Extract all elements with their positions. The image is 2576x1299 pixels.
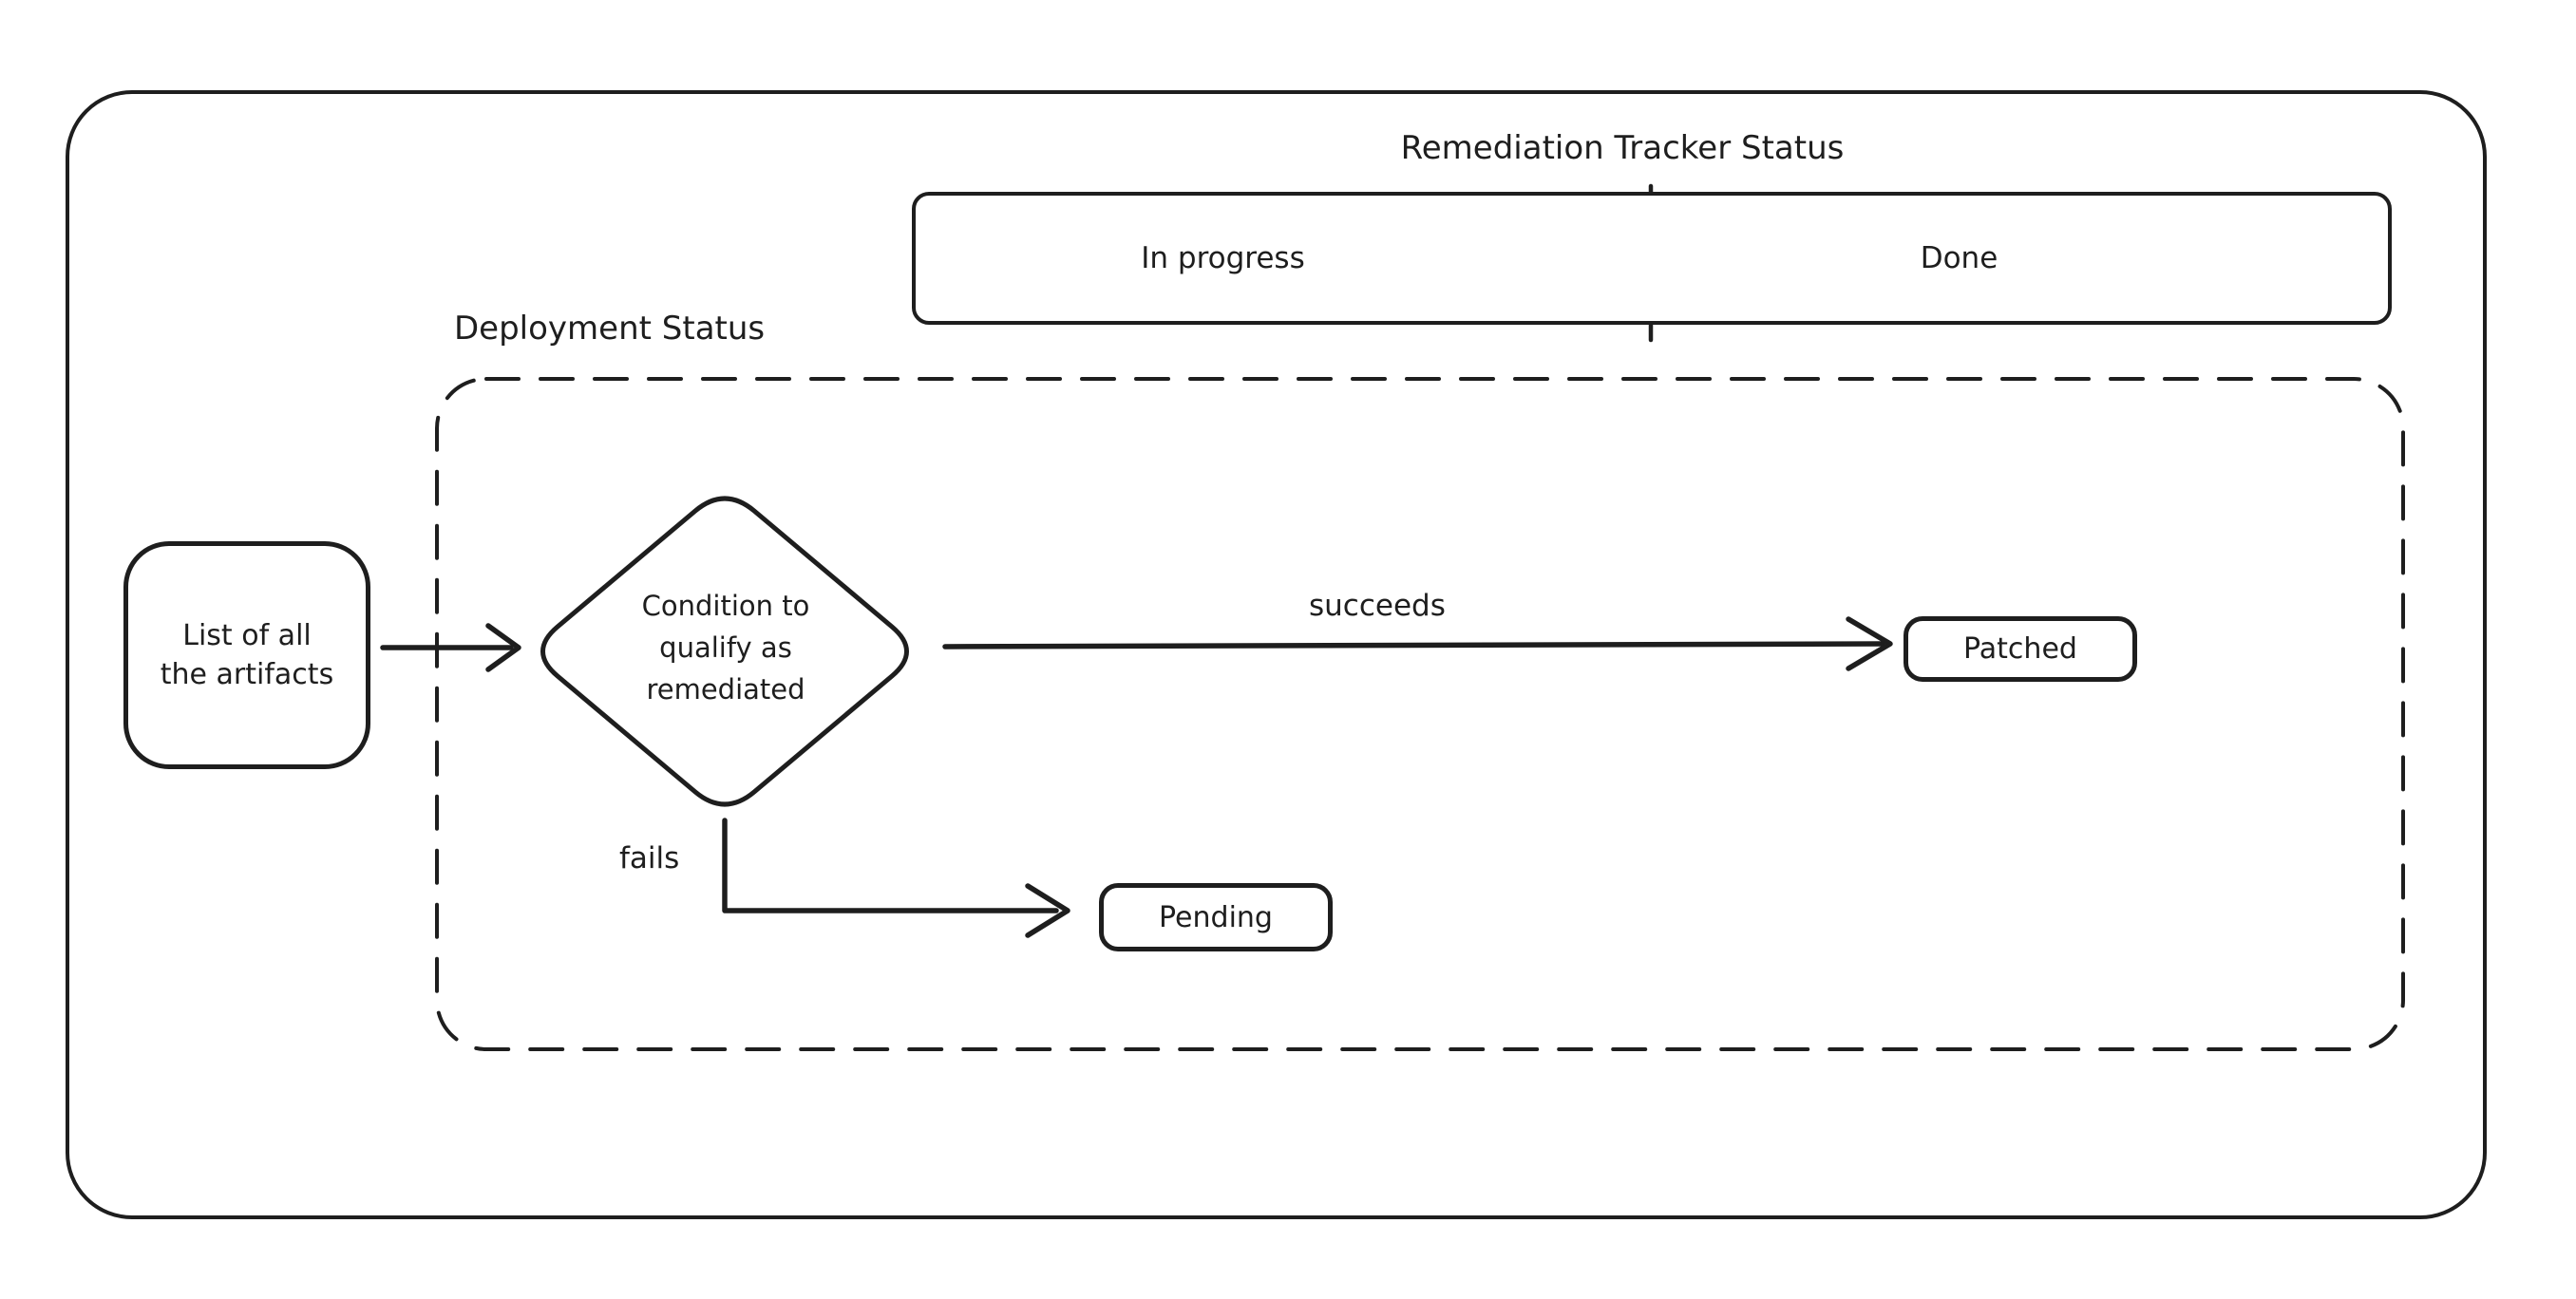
pending-node[interactable]: Pending: [1099, 883, 1333, 951]
tracker-status-box[interactable]: In progress Done: [912, 192, 2392, 325]
fails-edge-label: fails: [619, 841, 680, 875]
outer-frame-shape[interactable]: [66, 90, 2487, 1219]
tracker-cell-done-label: Done: [1920, 241, 1998, 275]
deployment-container-border[interactable]: [435, 377, 2405, 1051]
artifacts-label-line2: the artifacts: [160, 658, 334, 691]
artifacts-node[interactable]: List of all the artifacts: [123, 541, 370, 769]
tracker-cell-in-progress-label: In progress: [1141, 241, 1305, 275]
artifacts-to-condition-arrow[interactable]: [380, 623, 521, 672]
condition-label-line3: remediated: [646, 673, 805, 706]
condition-label-line1: Condition to: [641, 590, 810, 622]
patched-node[interactable]: Patched: [1904, 616, 2137, 682]
patched-label: Patched: [1963, 632, 2077, 666]
pending-label: Pending: [1159, 900, 1273, 934]
fails-arrow[interactable]: [722, 818, 1070, 938]
tracker-cell-in-progress[interactable]: In progress: [916, 196, 1652, 321]
succeeds-edge-label: succeeds: [1309, 589, 1446, 623]
tracker-cell-done[interactable]: Done: [1652, 196, 2388, 321]
artifacts-label-line1: List of all: [182, 619, 312, 652]
tracker-title: Remediation Tracker Status: [1400, 129, 1845, 167]
condition-label-line2: qualify as: [659, 631, 792, 664]
condition-diamond-shape[interactable]: [540, 496, 909, 807]
succeeds-arrow[interactable]: [942, 616, 1893, 671]
deployment-status-label: Deployment Status: [454, 310, 766, 348]
condition-diamond-label: Condition to qualify as remediated: [582, 585, 869, 710]
